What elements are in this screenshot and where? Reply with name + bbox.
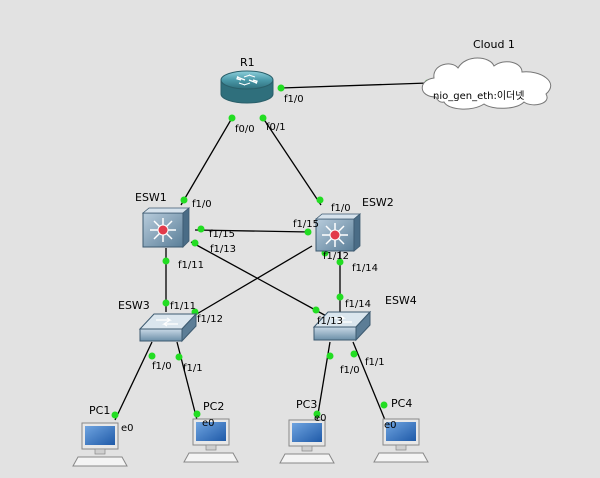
- esw1[interactable]: ESW1: [135, 191, 191, 248]
- port-dot-esw4-f1-13: [312, 306, 320, 314]
- node-label: PC2: [203, 400, 224, 413]
- port-dot-r1-f1-0: [277, 84, 285, 92]
- port-dot-pc3-e0: [313, 410, 321, 418]
- port-dot-esw1-f1-0: [180, 196, 188, 204]
- esw3[interactable]: ESW3: [118, 299, 198, 343]
- pc3[interactable]: PC3: [279, 398, 335, 464]
- switch-icon: [312, 310, 372, 342]
- port-label: f1/1: [183, 363, 203, 374]
- port-label: f1/14: [352, 263, 378, 274]
- link-r1-esw2[interactable]: [262, 117, 322, 206]
- port-label: f1/13: [317, 316, 343, 327]
- port-label: e0: [314, 413, 327, 424]
- port-dot-esw3-f1-11: [162, 299, 170, 307]
- port-label: f1/0: [340, 365, 360, 376]
- port-label: f1/14: [345, 299, 371, 310]
- port-label: e0: [202, 418, 215, 429]
- pc-icon: [279, 419, 335, 464]
- port-dot-esw4-f1-0: [326, 352, 334, 360]
- pc-icon: [72, 422, 128, 467]
- router-icon: [220, 70, 274, 104]
- node-label: R1: [240, 56, 255, 69]
- link-r1-cloud1[interactable]: [280, 82, 429, 89]
- node-label: PC3: [296, 398, 317, 411]
- port-label: f1/1: [365, 357, 385, 368]
- pc1[interactable]: PC1: [72, 404, 128, 467]
- port-label: nio_gen_eth:이더넷: [433, 90, 524, 102]
- pc4[interactable]: PC4: [373, 397, 429, 463]
- port-dot-esw1-f1-15: [197, 225, 205, 233]
- port-labels-layer: f1/0 nio_gen_eth:이더넷 f0/0 f0/1 f1/0 f1/0…: [121, 90, 524, 434]
- port-dot-pc2-e0: [193, 410, 201, 418]
- port-dot-esw3-f1-0: [148, 352, 156, 360]
- port-label: f1/0: [192, 199, 212, 210]
- port-label: f0/1: [266, 122, 286, 133]
- pc-icon: [183, 418, 239, 463]
- port-dot-pc1-e0: [111, 411, 119, 419]
- link-esw4-pc4[interactable]: [352, 341, 386, 421]
- switch-icon: [138, 312, 198, 343]
- link-esw3-pc1[interactable]: [114, 341, 153, 421]
- cloud-1[interactable]: Cloud 1: [421, 38, 552, 110]
- port-label: f1/12: [323, 251, 349, 262]
- multilayer-switch-icon: [141, 207, 191, 248]
- port-dot-esw1-f1-13: [191, 239, 199, 247]
- port-label: f1/0: [152, 361, 172, 372]
- node-label: ESW4: [385, 294, 417, 307]
- link-esw1-esw2[interactable]: [194, 229, 311, 233]
- cloud-icon: [421, 57, 552, 110]
- port-dot-esw4-f1-14: [336, 293, 344, 301]
- port-dot-r1-f0-0: [228, 114, 236, 122]
- port-dot-esw2-f1-15: [304, 228, 312, 236]
- port-label: f1/0: [331, 203, 351, 214]
- port-label: f1/0: [284, 94, 304, 105]
- router-r1[interactable]: R1: [220, 56, 274, 104]
- node-label: PC1: [89, 404, 110, 417]
- port-dot-esw4-f1-1: [350, 350, 358, 358]
- node-label: ESW3: [118, 299, 150, 312]
- pc-icon: [373, 418, 429, 463]
- port-label: e0: [121, 423, 134, 434]
- port-label: f1/13: [210, 244, 236, 255]
- esw4[interactable]: ESW4: [312, 294, 417, 342]
- node-label: ESW2: [362, 196, 394, 209]
- pc2[interactable]: PC2: [183, 400, 239, 463]
- node-label: PC4: [391, 397, 412, 410]
- port-dot-esw2-f1-0: [316, 196, 324, 204]
- port-label: f1/11: [178, 260, 204, 271]
- port-dot-pc4-e0: [380, 401, 388, 409]
- port-label: f1/12: [197, 314, 223, 325]
- port-dot-esw3-f1-1: [175, 353, 183, 361]
- esw2[interactable]: ESW2: [314, 196, 394, 252]
- port-label: f1/15: [209, 229, 235, 240]
- port-label: e0: [384, 420, 397, 431]
- node-label: ESW1: [135, 191, 167, 204]
- node-label: Cloud 1: [473, 38, 515, 51]
- port-label: f0/0: [235, 124, 255, 135]
- port-label: f1/11: [170, 301, 196, 312]
- link-esw2-esw3[interactable]: [189, 245, 313, 319]
- link-r1-esw1[interactable]: [180, 117, 233, 206]
- port-dot-r1-f0-1: [259, 114, 267, 122]
- port-dot-esw2-f1-14: [336, 258, 344, 266]
- link-esw1-esw4[interactable]: [190, 241, 331, 319]
- multilayer-switch-icon: [314, 213, 362, 252]
- port-label: f1/15: [293, 219, 319, 230]
- port-dot-esw1-f1-11: [162, 257, 170, 265]
